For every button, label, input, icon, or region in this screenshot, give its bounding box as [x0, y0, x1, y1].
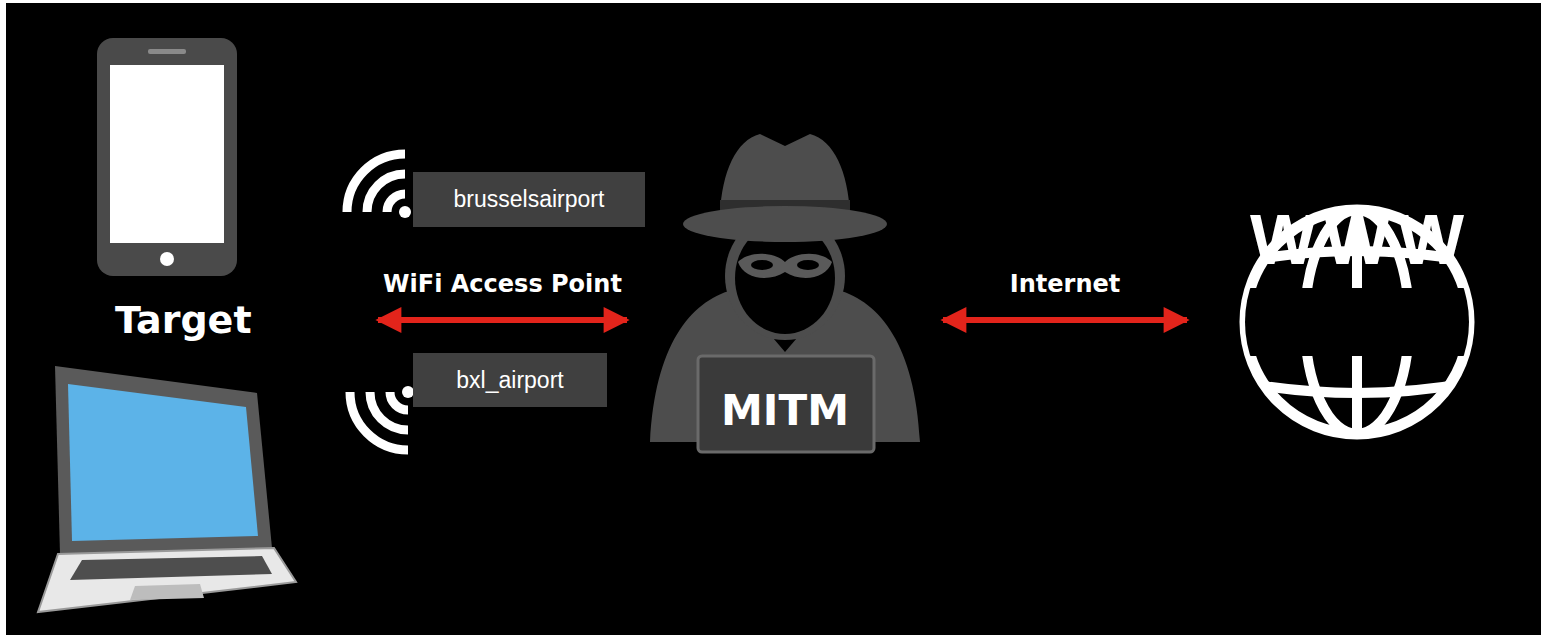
hacker-figure [650, 134, 920, 452]
device-group: Target [20, 290, 378, 350]
edge-label: Internet [1010, 270, 1120, 298]
internet-globe: WWW [1187, 200, 1527, 445]
wifi-icon [347, 154, 411, 218]
phone-icon [97, 38, 237, 276]
ssid-box: bxl_airport [413, 353, 607, 407]
background [6, 3, 1541, 635]
edge-label: WiFi Access Point [383, 270, 622, 298]
double-arrow [943, 317, 1187, 323]
wifi-icon [350, 386, 414, 450]
laptop-icon [38, 366, 296, 612]
attacker: MITM [627, 130, 943, 455]
double-arrow [378, 317, 627, 323]
node-label: brusselsairport [454, 188, 605, 211]
node-label: MITM [721, 390, 849, 432]
globe-icon [1236, 205, 1478, 440]
ssid-box: brusselsairport [413, 172, 645, 227]
node-label: Target [115, 301, 252, 339]
node-label: bxl_airport [456, 369, 563, 392]
node-label: WWW [1242, 205, 1472, 275]
